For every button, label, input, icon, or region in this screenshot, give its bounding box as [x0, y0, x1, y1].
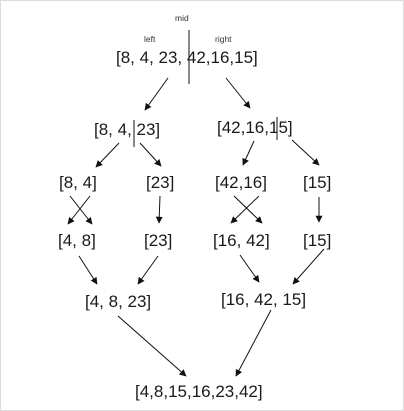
node-sorted-15: [15]: [303, 231, 331, 250]
arrow-root-to-right: [225, 77, 251, 109]
arrow-right-to-15: [291, 139, 320, 166]
node-sorted-23: [23]: [144, 231, 172, 250]
node-split-8-4: [8, 4]: [59, 173, 97, 192]
arrow-left-to-23: [139, 142, 162, 167]
right-label: right: [215, 34, 232, 44]
node-merged-left: [4, 8, 23]: [85, 292, 151, 311]
arrow-8-to-right: [69, 195, 93, 225]
node-split-42-16: [42,16]: [215, 173, 267, 192]
left-label: left: [144, 34, 156, 44]
node-right-half: [42,16,15]: [217, 118, 293, 137]
arrow-16-to-left: [230, 195, 260, 224]
arrow-right-to-42-16: [242, 140, 255, 166]
arrow-42-to-right: [233, 195, 263, 224]
arrow-23-to-merge: [137, 255, 159, 285]
arrow-4-8-to-merge: [78, 255, 98, 285]
arrow-15-to-merge: [292, 248, 325, 285]
node-sorted-16-42: [16, 42]: [213, 231, 270, 250]
node-sorted-4-8: [4, 8]: [58, 231, 96, 250]
node-split-23: [23]: [146, 173, 174, 192]
arrow-root-to-left: [144, 77, 169, 111]
arrow-left-merge-to-result: [117, 315, 187, 377]
node-root: [8, 4, 23, 42,16,15]: [116, 48, 258, 67]
node-left-half: [8, 4, 23]: [94, 120, 160, 139]
mid-label: mid: [175, 13, 189, 23]
arrow-23-down: [155, 195, 163, 224]
arrow-4-to-left: [67, 195, 91, 225]
arrow-right-merge-to-result: [235, 309, 272, 377]
node-final-result: [4,8,15,16,23,42]: [135, 382, 263, 401]
arrow-16-42-to-merge: [239, 254, 260, 283]
node-split-15: [15]: [303, 173, 331, 192]
node-merged-right: [16, 42, 15]: [221, 290, 306, 309]
arrow-left-to-8-4: [95, 142, 120, 168]
